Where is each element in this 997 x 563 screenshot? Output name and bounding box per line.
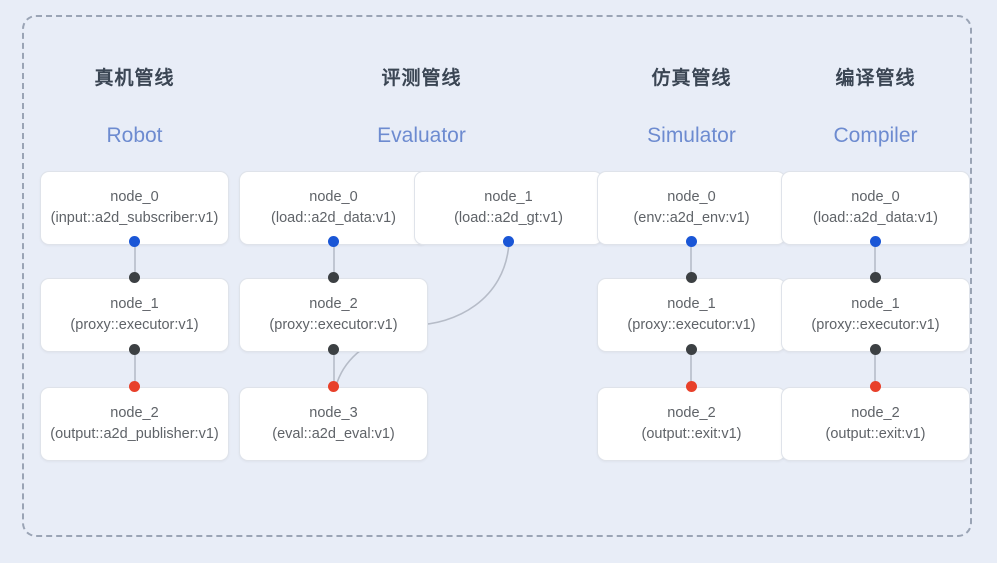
node-card-compiler-1[interactable]: node_1 (proxy::executor:v1) (781, 278, 970, 352)
port-dot-link-robot-1-top[interactable] (129, 272, 140, 283)
node-card-robot-1[interactable]: node_1 (proxy::executor:v1) (40, 278, 229, 352)
port-dot-link-evaluator-2-top[interactable] (328, 272, 339, 283)
node-name: node_0 (110, 189, 159, 205)
node-spec: (load::a2d_gt:v1) (454, 210, 563, 226)
port-dot-terminal-robot-2[interactable] (129, 381, 140, 392)
node-spec: (proxy::executor:v1) (811, 317, 940, 333)
node-name: node_1 (667, 296, 716, 312)
node-spec: (load::a2d_data:v1) (813, 210, 938, 226)
column-title-cn-simulator: 仿真管线 (651, 68, 732, 89)
port-dot-output-evaluator-1[interactable] (503, 236, 514, 247)
column-title-cn-compiler: 编译管线 (835, 68, 916, 89)
port-dot-terminal-simulator-2[interactable] (686, 381, 697, 392)
node-name: node_1 (484, 189, 533, 205)
port-dot-link-robot-1-bottom[interactable] (129, 344, 140, 355)
port-dot-terminal-evaluator-3[interactable] (328, 381, 339, 392)
port-dot-output-simulator-0[interactable] (686, 236, 697, 247)
port-dot-link-compiler-1-bottom[interactable] (870, 344, 881, 355)
node-name: node_2 (309, 296, 358, 312)
diagram-dashed-frame (22, 15, 972, 537)
node-spec: (output::a2d_publisher:v1) (50, 426, 219, 442)
port-dot-link-simulator-1-top[interactable] (686, 272, 697, 283)
column-title-cn-robot: 真机管线 (94, 68, 175, 89)
node-name: node_2 (851, 405, 900, 421)
node-card-compiler-2[interactable]: node_2 (output::exit:v1) (781, 387, 970, 461)
node-card-evaluator-0[interactable]: node_0 (load::a2d_data:v1) (239, 171, 428, 245)
node-name: node_1 (110, 296, 159, 312)
port-dot-terminal-compiler-2[interactable] (870, 381, 881, 392)
node-card-simulator-2[interactable]: node_2 (output::exit:v1) (597, 387, 786, 461)
node-card-evaluator-3[interactable]: node_3 (eval::a2d_eval:v1) (239, 387, 428, 461)
node-name: node_3 (309, 405, 358, 421)
node-name: node_2 (667, 405, 716, 421)
node-name: node_0 (851, 189, 900, 205)
node-spec: (eval::a2d_eval:v1) (272, 426, 395, 442)
node-spec: (input::a2d_subscriber:v1) (50, 210, 219, 226)
node-spec: (output::exit:v1) (641, 426, 742, 442)
node-card-simulator-1[interactable]: node_1 (proxy::executor:v1) (597, 278, 786, 352)
node-spec: (proxy::executor:v1) (269, 317, 398, 333)
node-card-compiler-0[interactable]: node_0 (load::a2d_data:v1) (781, 171, 970, 245)
node-name: node_0 (309, 189, 358, 205)
node-spec: (proxy::executor:v1) (70, 317, 199, 333)
node-name: node_2 (110, 405, 159, 421)
node-card-evaluator-2[interactable]: node_2 (proxy::executor:v1) (239, 278, 428, 352)
node-name: node_1 (851, 296, 900, 312)
port-dot-link-simulator-1-bottom[interactable] (686, 344, 697, 355)
node-card-robot-0[interactable]: node_0 (input::a2d_subscriber:v1) (40, 171, 229, 245)
node-spec: (load::a2d_data:v1) (271, 210, 396, 226)
port-dot-link-evaluator-2-bottom[interactable] (328, 344, 339, 355)
node-name: node_0 (667, 189, 716, 205)
node-spec: (output::exit:v1) (825, 426, 926, 442)
port-dot-output-robot-0[interactable] (129, 236, 140, 247)
port-dot-output-evaluator-0[interactable] (328, 236, 339, 247)
node-spec: (env::a2d_env:v1) (633, 210, 750, 226)
node-spec: (proxy::executor:v1) (627, 317, 756, 333)
column-title-cn-evaluator: 评测管线 (381, 68, 462, 89)
node-card-evaluator-1[interactable]: node_1 (load::a2d_gt:v1) (414, 171, 603, 245)
column-title-en-evaluator: Evaluator (377, 124, 466, 147)
node-card-simulator-0[interactable]: node_0 (env::a2d_env:v1) (597, 171, 786, 245)
column-title-en-compiler: Compiler (833, 124, 918, 147)
port-dot-output-compiler-0[interactable] (870, 236, 881, 247)
column-title-en-robot: Robot (106, 124, 163, 147)
node-card-robot-2[interactable]: node_2 (output::a2d_publisher:v1) (40, 387, 229, 461)
port-dot-link-compiler-1-top[interactable] (870, 272, 881, 283)
column-title-en-simulator: Simulator (647, 124, 736, 147)
